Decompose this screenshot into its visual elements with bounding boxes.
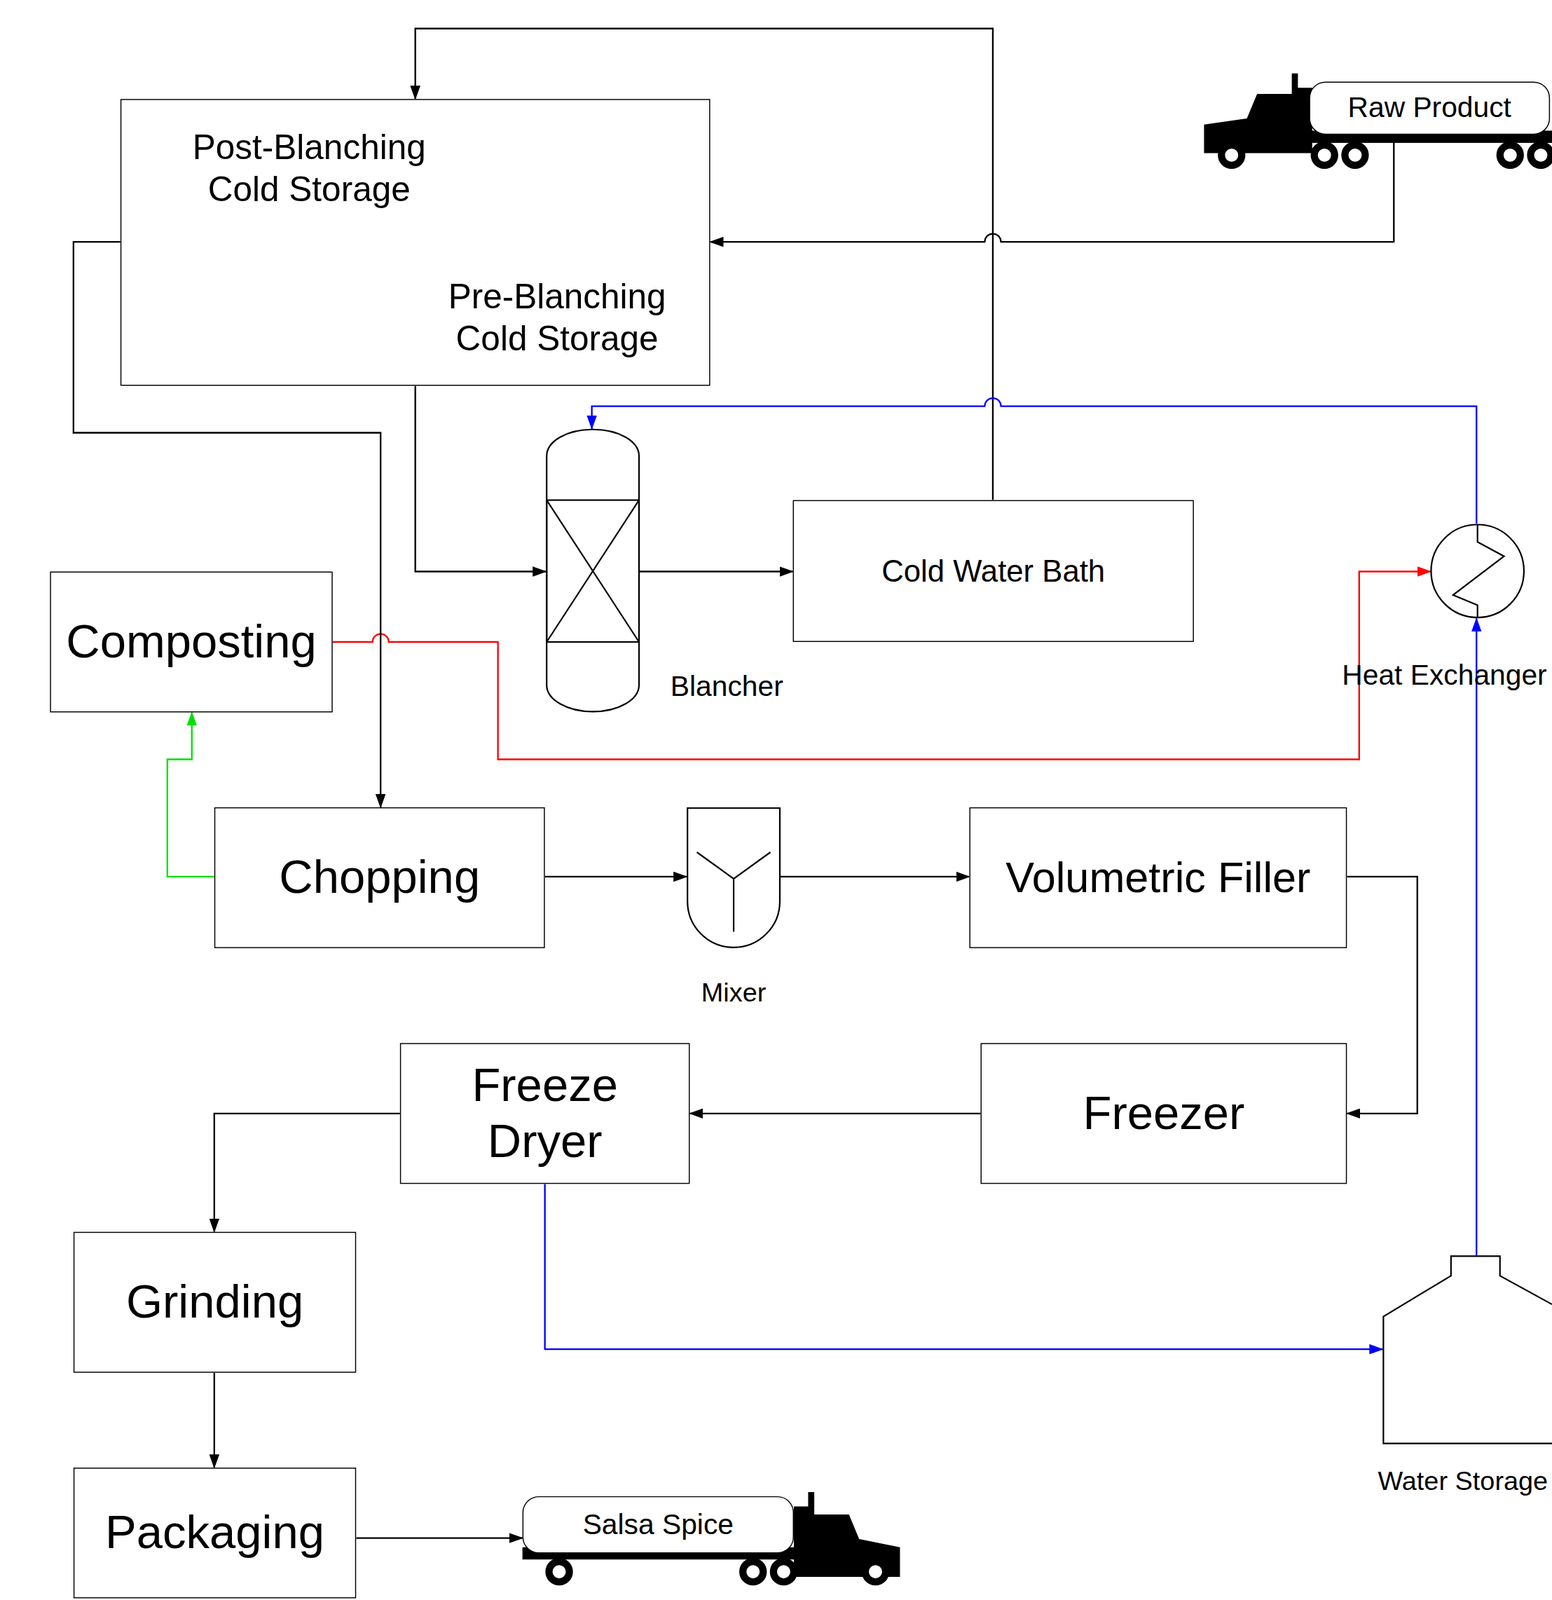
flow-connector bbox=[415, 385, 546, 572]
flow-connector bbox=[545, 875, 687, 878]
water-outline bbox=[1382, 1254, 1552, 1444]
process-label: Freezer bbox=[1082, 1085, 1245, 1142]
truck-tank: Salsa Spice bbox=[522, 1495, 794, 1554]
process-box: Packaging bbox=[73, 1467, 356, 1598]
process-box: Composting bbox=[49, 571, 333, 713]
process-box: Grinding bbox=[73, 1231, 356, 1373]
process-box: Cold Water Bath bbox=[793, 500, 1194, 642]
truck-wheels bbox=[548, 1561, 886, 1582]
flow-connector bbox=[639, 570, 793, 572]
mixer-vessel: Mixer bbox=[686, 807, 781, 949]
flow-connector bbox=[214, 1113, 401, 1232]
process-label: Cold Water Bath bbox=[881, 552, 1105, 590]
hx-outline bbox=[1430, 523, 1525, 618]
mixer-outline bbox=[686, 807, 781, 949]
salsa-truck bbox=[522, 1491, 901, 1582]
process-label: Composting bbox=[65, 613, 317, 670]
flow-connector bbox=[689, 1112, 981, 1115]
equipment-label: Water Storage bbox=[1377, 1465, 1548, 1497]
raw-truck bbox=[1203, 73, 1552, 166]
flow-connector bbox=[1475, 618, 1478, 1256]
process-label: Packaging bbox=[105, 1504, 325, 1561]
process-box: Volumetric Filler bbox=[969, 807, 1347, 949]
process-box: Freeze Dryer bbox=[400, 1042, 691, 1184]
flow-connector bbox=[710, 134, 1395, 242]
water-tank: Water Storage bbox=[1382, 1254, 1552, 1444]
cold-storage: Post-Blanching Cold StoragePre-Blanching… bbox=[120, 98, 711, 386]
truck-wheels bbox=[1221, 145, 1551, 166]
process-label: Pre-Blanching Cold Storage bbox=[422, 275, 692, 359]
truck-tank: Raw Product bbox=[1308, 81, 1550, 136]
heat-exchanger: Heat Exchanger bbox=[1430, 523, 1525, 618]
equipment-label: Heat Exchanger bbox=[1341, 657, 1547, 693]
equipment-label: Raw Product bbox=[1348, 91, 1512, 126]
equipment-label: Salsa Spice bbox=[582, 1507, 734, 1542]
process-box: Chopping bbox=[214, 807, 546, 949]
process-label: Grinding bbox=[126, 1273, 304, 1330]
process-label: Freeze Dryer bbox=[409, 1056, 681, 1170]
truck-cab bbox=[1203, 73, 1312, 154]
equipment-label: Blancher bbox=[670, 669, 784, 704]
flow-connector bbox=[167, 711, 215, 876]
blancher-vessel: Blancher bbox=[545, 428, 640, 713]
flow-connector bbox=[355, 1536, 523, 1538]
flow-connector bbox=[545, 1183, 1384, 1349]
process-box: Freezer bbox=[980, 1042, 1347, 1184]
flow-connector bbox=[780, 875, 970, 878]
flow-connector bbox=[213, 1372, 216, 1468]
process-label: Post-Blanching Cold Storage bbox=[174, 126, 444, 211]
blancher-outline bbox=[545, 428, 640, 713]
equipment-label: Mixer bbox=[655, 976, 811, 1009]
flow-connector bbox=[1346, 876, 1417, 1114]
process-label: Volumetric Filler bbox=[1005, 852, 1311, 904]
process-label: Chopping bbox=[278, 849, 480, 906]
